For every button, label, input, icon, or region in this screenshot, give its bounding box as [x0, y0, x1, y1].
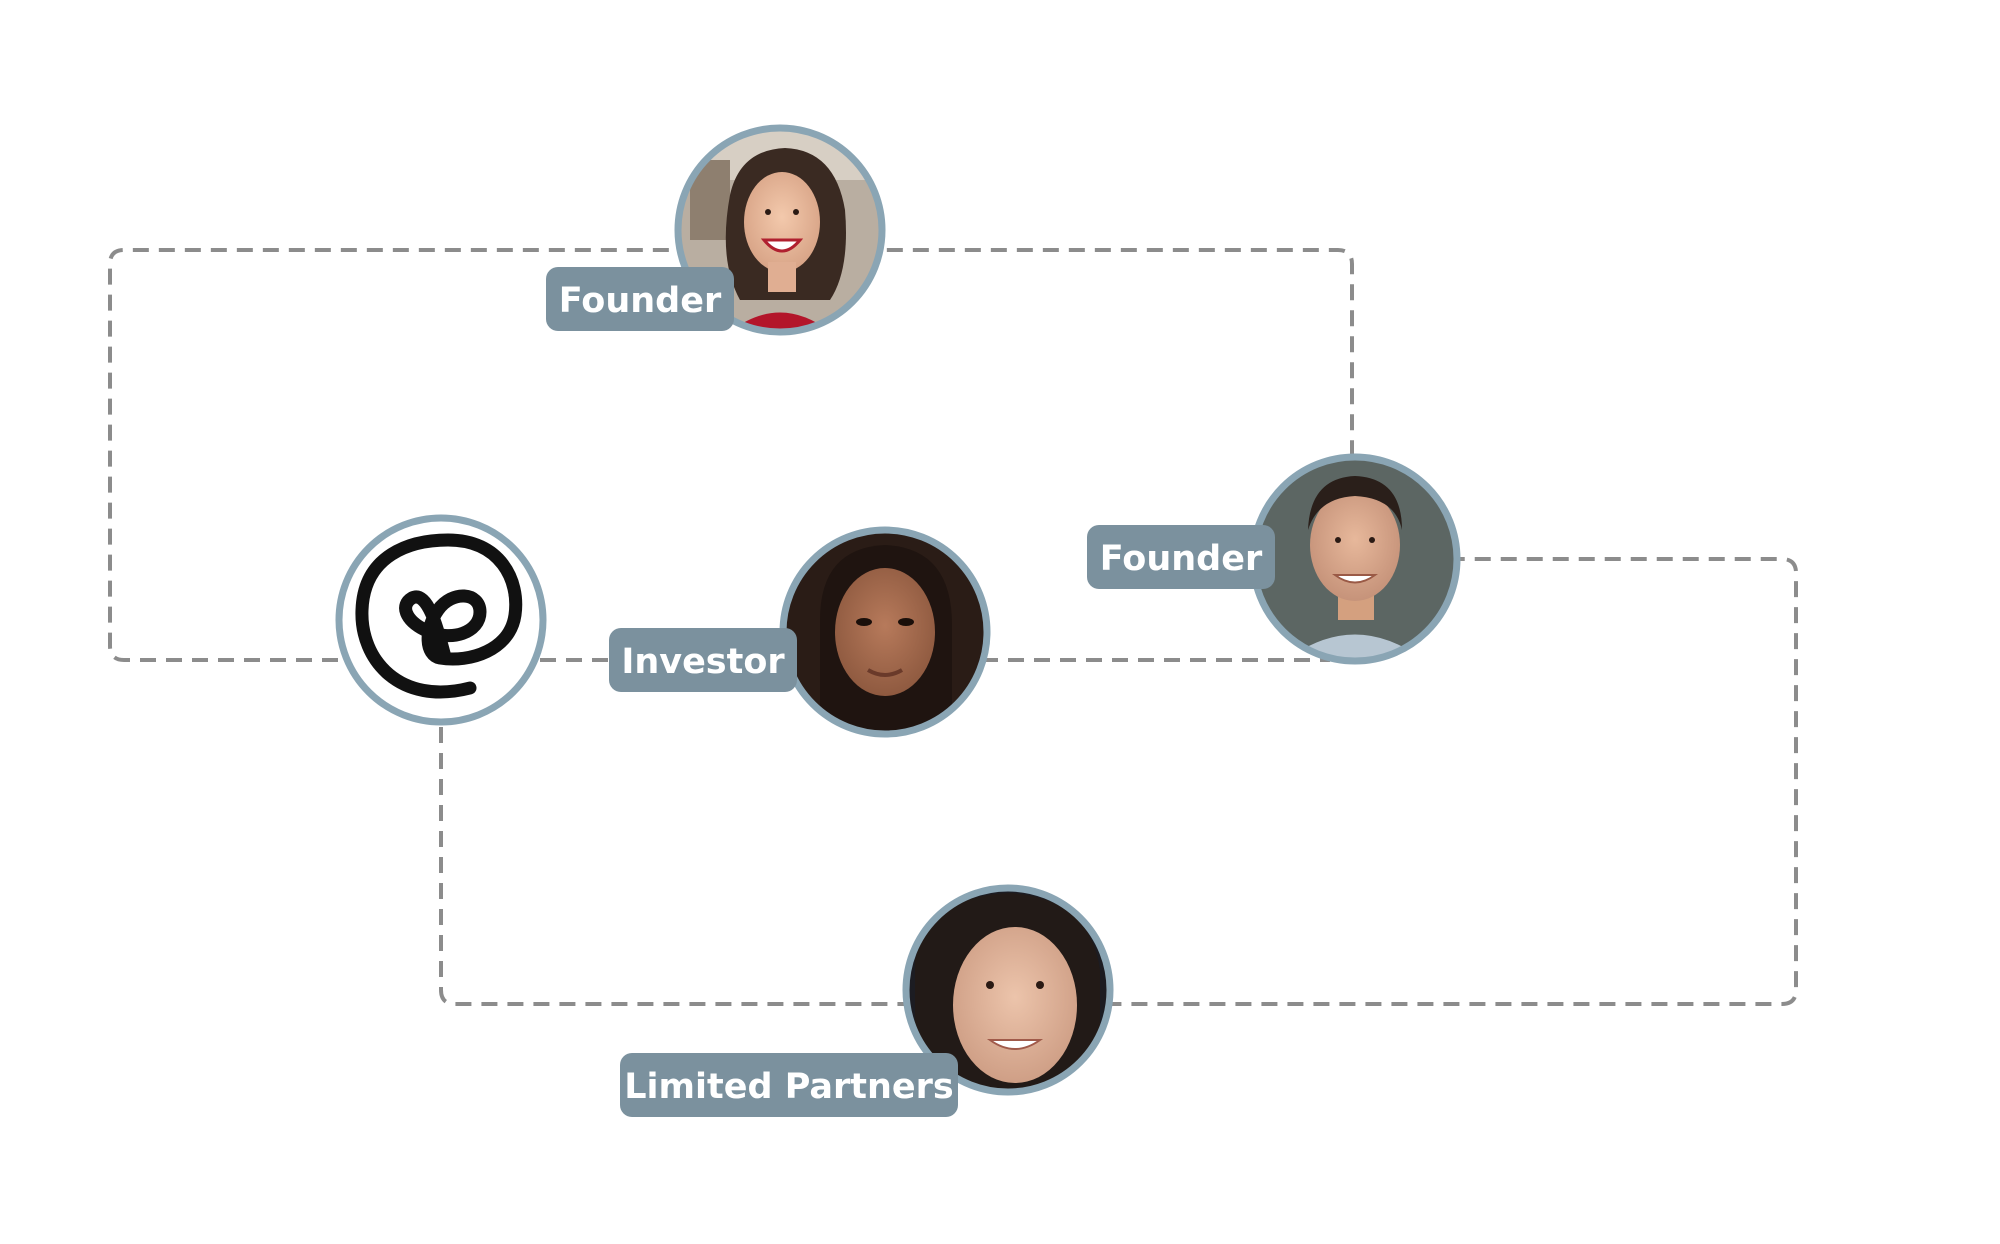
cursive-r-logo-icon	[355, 533, 523, 699]
founder-right-label: Founder	[1087, 525, 1275, 589]
founder-top-label-text: Founder	[559, 281, 722, 321]
investor-label-text: Investor	[621, 642, 785, 682]
founder-right-node[interactable]: Founder	[1087, 449, 1465, 669]
connector-hub-limited-partners-founder-right	[439, 557, 1798, 1006]
founder-top-node[interactable]: Founder	[546, 120, 890, 340]
limited-partners-node[interactable]: Limited Partners	[620, 880, 1118, 1117]
investor-node[interactable]: Investor	[609, 522, 995, 742]
limited-partners-label-text: Limited Partners	[624, 1067, 954, 1107]
founder-right-label-text: Founder	[1100, 539, 1263, 579]
connector-hub-founder-top-founder-right	[108, 248, 1354, 662]
limited-partners-label: Limited Partners	[620, 1053, 958, 1117]
avatar-investor	[783, 530, 987, 734]
hub-logo-node[interactable]	[335, 514, 547, 726]
avatar-limited-partners	[906, 888, 1110, 1092]
avatar-ring	[902, 884, 1114, 1096]
avatar-ring	[674, 124, 886, 336]
avatar-founder-right	[1253, 457, 1457, 661]
founder-top-label: Founder	[546, 267, 734, 331]
investor-label: Investor	[609, 628, 797, 692]
